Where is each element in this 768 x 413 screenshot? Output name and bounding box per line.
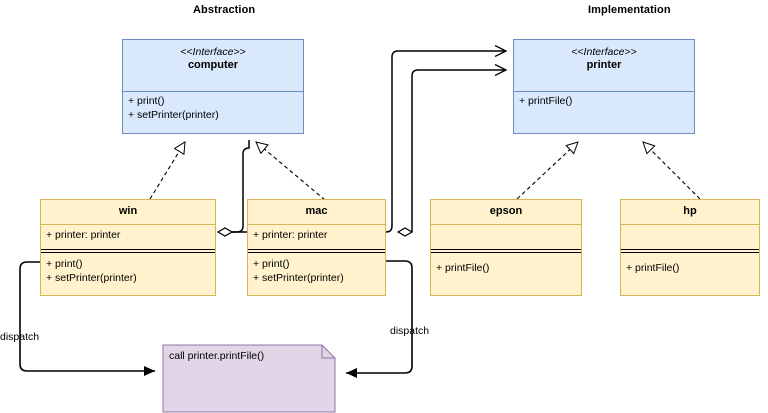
class-win-header: win: [41, 200, 215, 218]
divider: [514, 91, 694, 93]
method-item: + setPrinter(printer): [253, 272, 344, 285]
divider-thick: [248, 249, 385, 254]
attribute-item: + printer: printer: [253, 229, 328, 242]
divider: [41, 224, 215, 226]
class-win-methods: + print() + setPrinter(printer): [41, 253, 215, 286]
class-win[interactable]: win + printer: printer + print() + setPr…: [40, 199, 216, 296]
interface-printer-name: printer: [586, 58, 622, 71]
edge-label-dispatch-left: dispatch: [0, 331, 40, 343]
method-item: + printFile(): [519, 95, 573, 108]
interface-computer-name: computer: [187, 58, 239, 71]
section-title-abstraction: Abstraction: [193, 4, 256, 16]
divider-thick: [621, 249, 759, 254]
divider: [621, 224, 759, 226]
class-win-name: win: [118, 205, 138, 217]
divider-thick: [41, 249, 215, 254]
method-item: + print(): [253, 258, 290, 271]
class-mac[interactable]: mac + printer: printer + print() + setPr…: [247, 199, 386, 296]
interface-printer-header: <<Interface>> printer: [514, 40, 694, 72]
divider-thick: [431, 249, 581, 254]
interface-computer-stereotype: <<Interface>>: [180, 46, 246, 58]
divider: [123, 91, 303, 93]
method-item: + print(): [128, 95, 165, 108]
class-hp-methods: + printFile(): [621, 253, 759, 276]
method-item: + print(): [46, 258, 83, 271]
attribute-item: + printer: printer: [46, 229, 121, 242]
class-mac-methods: + print() + setPrinter(printer): [248, 253, 385, 286]
interface-computer-header: <<Interface>> computer: [123, 40, 303, 72]
class-hp[interactable]: hp + printFile(): [620, 199, 760, 296]
edge-label-dispatch-right: dispatch: [390, 325, 430, 337]
class-mac-name: mac: [305, 205, 328, 217]
class-epson[interactable]: epson + printFile(): [430, 199, 582, 296]
divider: [248, 224, 385, 226]
note-text: call printer.printFile(): [169, 350, 265, 362]
class-epson-methods: + printFile(): [431, 253, 581, 276]
class-epson-name: epson: [489, 205, 523, 217]
note-call-printer-printfile[interactable]: [162, 344, 336, 413]
section-title-implementation: Implementation: [588, 4, 671, 16]
method-item: + setPrinter(printer): [128, 109, 219, 122]
class-hp-header: hp: [621, 200, 759, 218]
method-item: + printFile(): [436, 262, 490, 275]
class-mac-attributes: + printer: printer: [248, 225, 385, 243]
divider: [431, 224, 581, 226]
interface-computer[interactable]: <<Interface>> computer + print() + setPr…: [122, 39, 304, 134]
class-hp-name: hp: [683, 205, 697, 217]
interface-computer-methods: + print() + setPrinter(printer): [123, 92, 303, 123]
class-win-attributes: + printer: printer: [41, 225, 215, 243]
class-epson-header: epson: [431, 200, 581, 218]
interface-printer[interactable]: <<Interface>> printer + printFile(): [513, 39, 695, 134]
interface-printer-methods: + printFile(): [514, 92, 694, 109]
method-item: + printFile(): [626, 262, 680, 275]
class-mac-header: mac: [248, 200, 385, 218]
interface-printer-stereotype: <<Interface>>: [571, 46, 637, 58]
method-item: + setPrinter(printer): [46, 272, 137, 285]
